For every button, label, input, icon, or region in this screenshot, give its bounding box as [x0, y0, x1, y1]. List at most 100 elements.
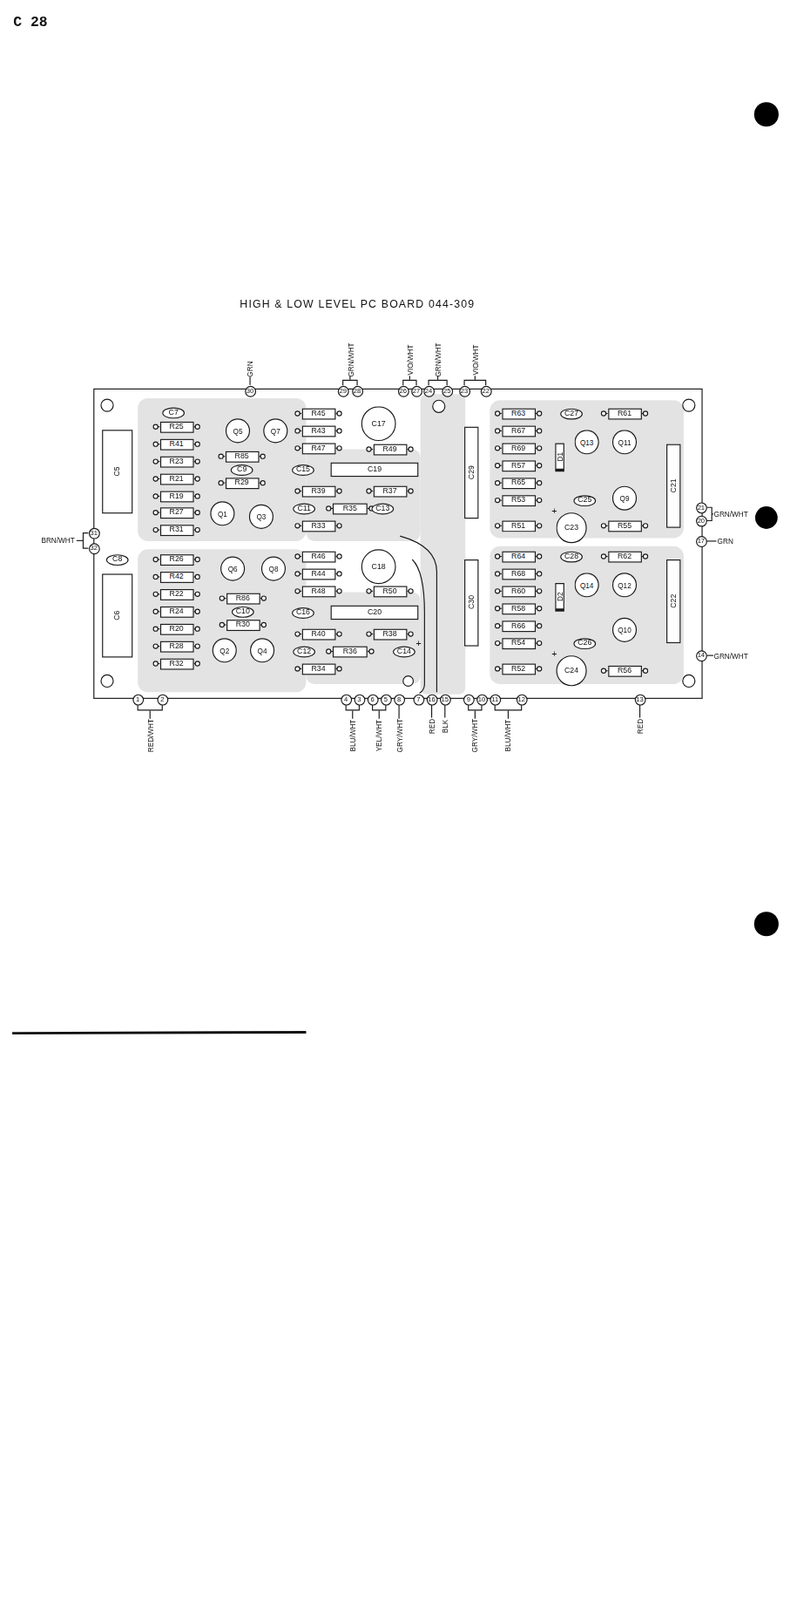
- terminal-number: 27: [412, 387, 420, 395]
- transistor-circle: Q3: [249, 504, 274, 529]
- capacitor-oval: C15: [291, 463, 315, 475]
- part-label: R57: [511, 461, 526, 470]
- part-label: R63: [511, 409, 526, 418]
- solder-pad: [195, 591, 200, 596]
- part-label: R68: [511, 569, 526, 578]
- solder-pad: [537, 497, 542, 502]
- part-label: C18: [371, 562, 386, 571]
- resistor-box: R49: [372, 443, 407, 455]
- part-label: R40: [310, 629, 325, 638]
- capacitor-oval: C11: [292, 502, 316, 514]
- terminal-pad: 10: [476, 693, 488, 705]
- terminal-pad: 9: [462, 693, 474, 705]
- component-lead: [258, 482, 261, 484]
- solder-pad: [195, 661, 200, 666]
- terminal-pad: 6: [366, 693, 379, 705]
- part-label: R65: [511, 479, 526, 487]
- transistor-circle: Q8: [261, 556, 286, 581]
- terminal-number: 24: [425, 387, 433, 395]
- part-label: R29: [235, 479, 250, 487]
- solder-pad: [337, 588, 342, 594]
- resistor-box: R57: [501, 459, 536, 472]
- resistor-box: R21: [159, 472, 194, 485]
- solder-pad: [495, 641, 500, 646]
- terminal-pad: 25: [441, 384, 453, 397]
- solder-pad: [495, 571, 500, 576]
- wire-bracket: [345, 704, 359, 710]
- resistor-box: R85: [224, 450, 259, 462]
- solder-pad: [495, 606, 500, 611]
- resistor-box: R58: [501, 602, 536, 615]
- terminal-pad: 32: [87, 542, 100, 554]
- part-label: C15: [296, 466, 311, 474]
- resistor-box: R31: [159, 524, 194, 536]
- resistor-box: R26: [159, 553, 194, 566]
- part-label: C17: [371, 419, 386, 428]
- component-lead: [367, 650, 370, 652]
- resistor-box: R65: [501, 477, 536, 489]
- terminal-number: 1: [135, 695, 140, 703]
- solder-pad: [642, 668, 648, 673]
- terminal-pad: 29: [337, 384, 349, 397]
- part-label: C12: [297, 647, 311, 656]
- resistor-box: R50: [372, 585, 407, 597]
- resistor-box: R67: [501, 425, 536, 437]
- part-label: R35: [343, 504, 358, 513]
- part-label: R41: [169, 439, 184, 448]
- solder-pad: [537, 641, 542, 646]
- component-lead: [335, 490, 338, 492]
- terminal-pad: 2: [156, 693, 169, 705]
- resistor-box: R62: [607, 550, 642, 562]
- wire-color-label: GRN/WHT: [346, 342, 354, 377]
- solder-pad: [153, 493, 158, 499]
- solder-pad: [408, 488, 413, 494]
- terminal-pad: 23: [459, 384, 471, 397]
- electrolytic-capacitor: C24: [556, 655, 588, 686]
- solder-pad: [295, 588, 300, 594]
- solder-pad: [366, 631, 372, 636]
- solder-pad: [408, 631, 413, 636]
- component-lead: [193, 645, 196, 647]
- resistor-box: R51: [501, 520, 536, 532]
- component-lead: [406, 490, 409, 492]
- part-label: C19: [367, 466, 382, 474]
- terminal-number: 10: [478, 695, 486, 703]
- solder-pad: [537, 553, 542, 559]
- transistor-circle: Q13: [574, 429, 600, 454]
- terminal-pad: 28: [351, 384, 364, 397]
- wire-bracket: [343, 379, 358, 385]
- solder-pad: [195, 493, 200, 499]
- part-label: R25: [169, 422, 184, 431]
- part-label: R46: [310, 552, 325, 561]
- solder-pad: [337, 428, 342, 433]
- solder-pad: [195, 626, 200, 631]
- part-label: R60: [511, 587, 526, 595]
- part-label: C7: [168, 408, 179, 417]
- solder-pad: [153, 441, 158, 446]
- part-label: R54: [511, 639, 526, 648]
- component-lead: [193, 575, 196, 577]
- terminal-pad: 15: [439, 693, 451, 705]
- wire-bracket: [403, 379, 417, 385]
- part-label: C8: [112, 555, 122, 564]
- capacitor-oval: C13: [371, 502, 394, 514]
- resistor-box: R44: [301, 567, 336, 580]
- component-lead: [534, 430, 537, 432]
- capacitor-oval: C14: [392, 645, 416, 657]
- terminal-number: 26: [399, 387, 407, 395]
- part-label: R69: [511, 444, 526, 453]
- part-label: R27: [169, 508, 184, 517]
- component-lead: [335, 412, 338, 414]
- part-label: R50: [382, 587, 397, 595]
- electrolytic-capacitor: C23: [556, 512, 588, 543]
- part-label: R26: [169, 555, 184, 564]
- terminal-pad: 17: [695, 534, 707, 547]
- part-label: Q14: [580, 580, 595, 588]
- component-lead: [259, 597, 262, 599]
- terminal-number: 29: [338, 387, 346, 395]
- wire-color-label: VIO/WHT: [405, 344, 413, 375]
- capacitor-oval: C25: [573, 494, 596, 507]
- resistor-box: R48: [301, 585, 336, 597]
- terminal-number: 6: [371, 695, 375, 703]
- wire-bracket: [706, 506, 712, 521]
